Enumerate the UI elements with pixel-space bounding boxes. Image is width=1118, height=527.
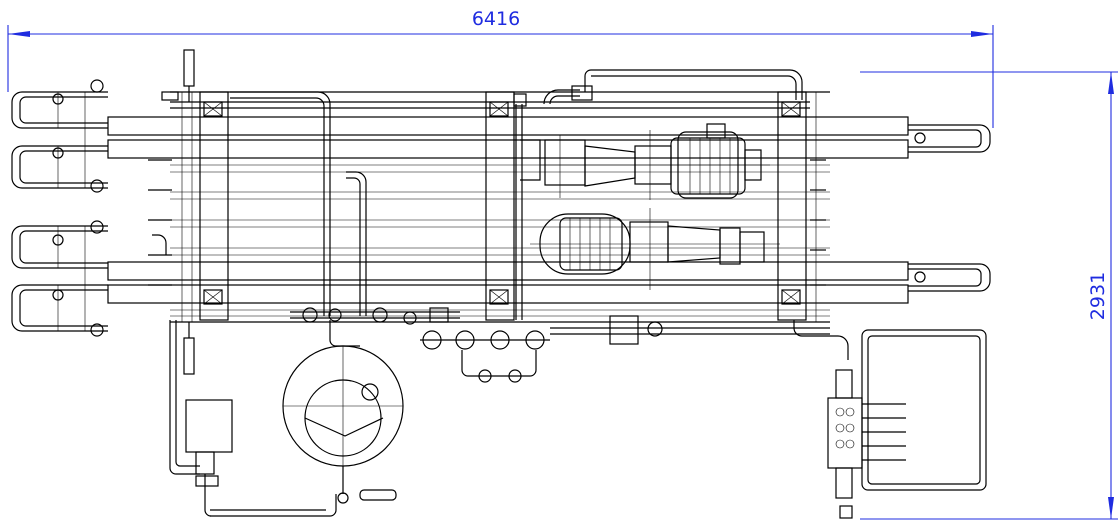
left-valve-assembly [169,320,233,517]
internal-piping [152,69,803,320]
pump-motor-lower [530,208,780,290]
left-end-bends [11,79,108,337]
bottom-manifold [290,307,849,383]
tank [210,320,404,517]
height-dimension-label: 2931 [1087,272,1109,320]
right-end-bends [908,124,991,292]
height-dimension: 2931 [860,71,1118,520]
control-panel [827,329,987,519]
pump-motor-upper [540,123,770,200]
width-dimension: 6416 [7,8,994,128]
width-dimension-label: 6416 [472,8,520,30]
